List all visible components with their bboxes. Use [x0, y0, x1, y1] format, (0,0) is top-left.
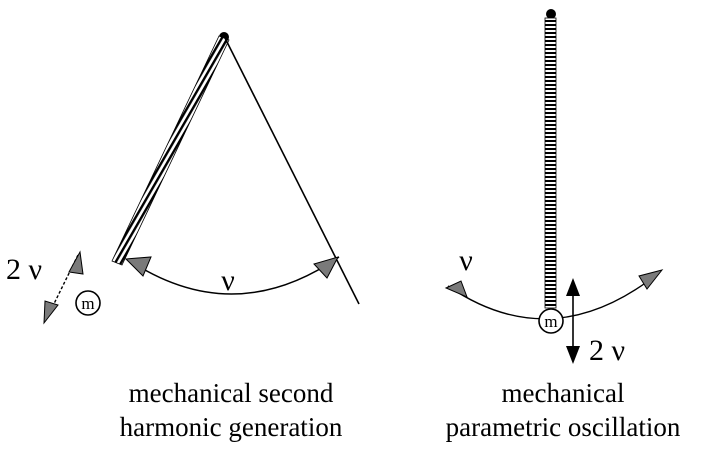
right-caption-line1: mechanical — [502, 378, 625, 408]
left-rest-line — [224, 37, 360, 305]
left-harmonic-label: 2 ν — [6, 253, 42, 286]
left-caption-line2: harmonic generation — [120, 412, 343, 442]
left-harmonic-arrowhead-down — [43, 300, 59, 325]
right-harmonic-arrowhead-up — [566, 278, 580, 296]
left-panel: m ν 2 ν mechanical second harmonic gener… — [6, 32, 360, 442]
right-arc-arrowhead-left — [444, 280, 468, 298]
left-frequency-label: ν — [221, 264, 235, 297]
left-mass-circle — [75, 290, 101, 316]
left-caption-line1: mechanical second — [129, 378, 334, 408]
left-harmonic-arrowhead-up — [68, 250, 84, 275]
right-arc-arrowhead-right — [638, 269, 664, 290]
right-caption-line2: parametric oscillation — [446, 412, 681, 442]
right-panel: m ν 2 ν mechanical parametric oscillatio… — [444, 9, 681, 442]
right-mass-label: m — [544, 312, 557, 331]
left-arc-arrowhead-right — [313, 256, 339, 279]
left-frequency-arc — [126, 256, 340, 295]
left-arc-arrowhead-left — [124, 256, 152, 277]
right-frequency-label: ν — [459, 244, 473, 277]
right-mass-circle — [538, 308, 564, 334]
right-pivot — [546, 9, 556, 19]
right-harmonic-arrowhead-down — [566, 346, 580, 364]
left-spring-rod — [111, 35, 230, 266]
left-mass-label: m — [81, 294, 94, 313]
right-spring-rod — [544, 17, 557, 309]
right-harmonic-label: 2 ν — [589, 334, 625, 367]
